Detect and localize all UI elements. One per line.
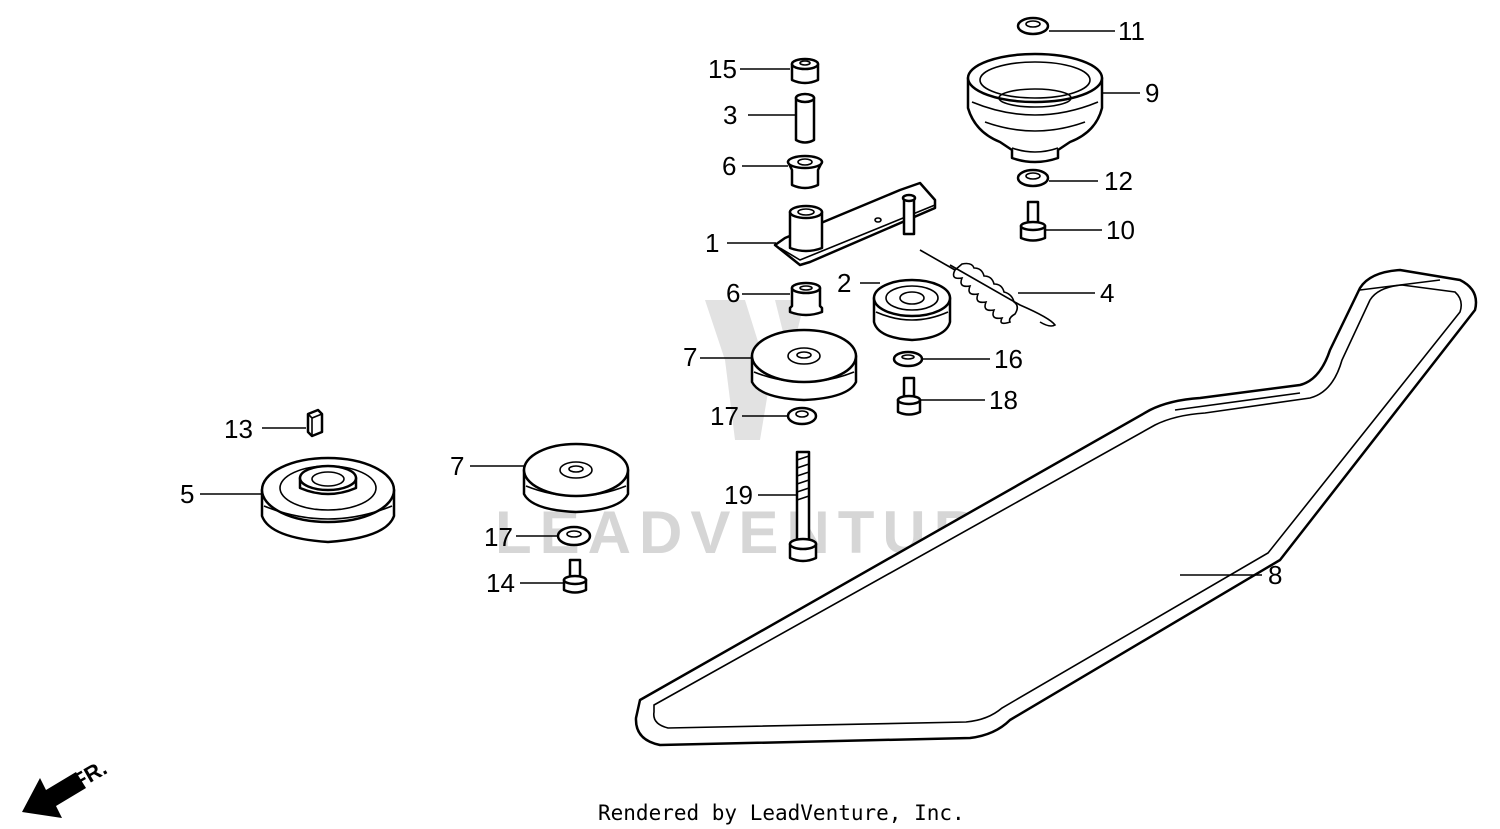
callout-6-mid: 6 [726,278,740,308]
callout-2: 2 [837,268,851,298]
part-3-collar[interactable] [794,92,816,144]
part-4-spring[interactable] [919,249,1057,327]
part-6-bushing-mid[interactable] [788,281,824,317]
part-18-bolt[interactable] [896,376,922,416]
part-15-nut[interactable] [790,57,820,85]
part-17-washer-center[interactable] [786,406,818,426]
part-7-pulley-center[interactable] [750,328,858,402]
front-direction-indicator: FR. [22,755,111,818]
callout-numbers: 15 3 6 1 6 2 4 7 16 18 17 19 11 9 12 10 … [180,16,1282,598]
callout-7-left: 7 [450,451,464,481]
part-5-pulley[interactable] [260,456,396,544]
part-12-washer[interactable] [1016,168,1050,188]
callout-17-left: 17 [484,522,513,552]
callout-9: 9 [1145,78,1159,108]
part-6-bushing-top[interactable] [786,154,824,190]
part-13-key[interactable] [306,408,324,438]
callout-15: 15 [708,54,737,84]
front-arrow-icon [22,772,86,818]
callout-18: 18 [989,385,1018,415]
callout-19: 19 [724,480,753,510]
part-14-bolt[interactable] [562,558,588,594]
callout-13: 13 [224,414,253,444]
callout-7-center: 7 [683,342,697,372]
footer-credit: Rendered by LeadVenture, Inc. [598,801,965,825]
callout-10: 10 [1106,215,1135,245]
callout-16: 16 [994,344,1023,374]
callout-1: 1 [705,228,719,258]
callout-14: 14 [486,568,515,598]
callout-6-top: 6 [722,151,736,181]
callout-12: 12 [1104,166,1133,196]
part-7-pulley-left[interactable] [522,442,630,514]
callout-5: 5 [180,479,194,509]
part-8-belt[interactable] [634,268,1478,747]
callout-11: 11 [1118,16,1145,46]
leader-lines [200,30,1262,584]
part-19-long-bolt[interactable] [788,450,818,563]
callout-4: 4 [1100,278,1114,308]
callout-3: 3 [723,100,737,130]
callout-8: 8 [1268,560,1282,590]
part-1-tension-arm[interactable] [773,181,937,267]
part-9-pulley[interactable] [966,52,1104,164]
callout-17-center: 17 [710,401,739,431]
part-17-washer-left[interactable] [556,525,592,547]
part-16-washer[interactable] [892,350,924,368]
part-11-washer[interactable] [1016,16,1050,36]
part-10-bolt[interactable] [1019,200,1047,242]
part-2-idler-pulley[interactable] [872,278,952,342]
